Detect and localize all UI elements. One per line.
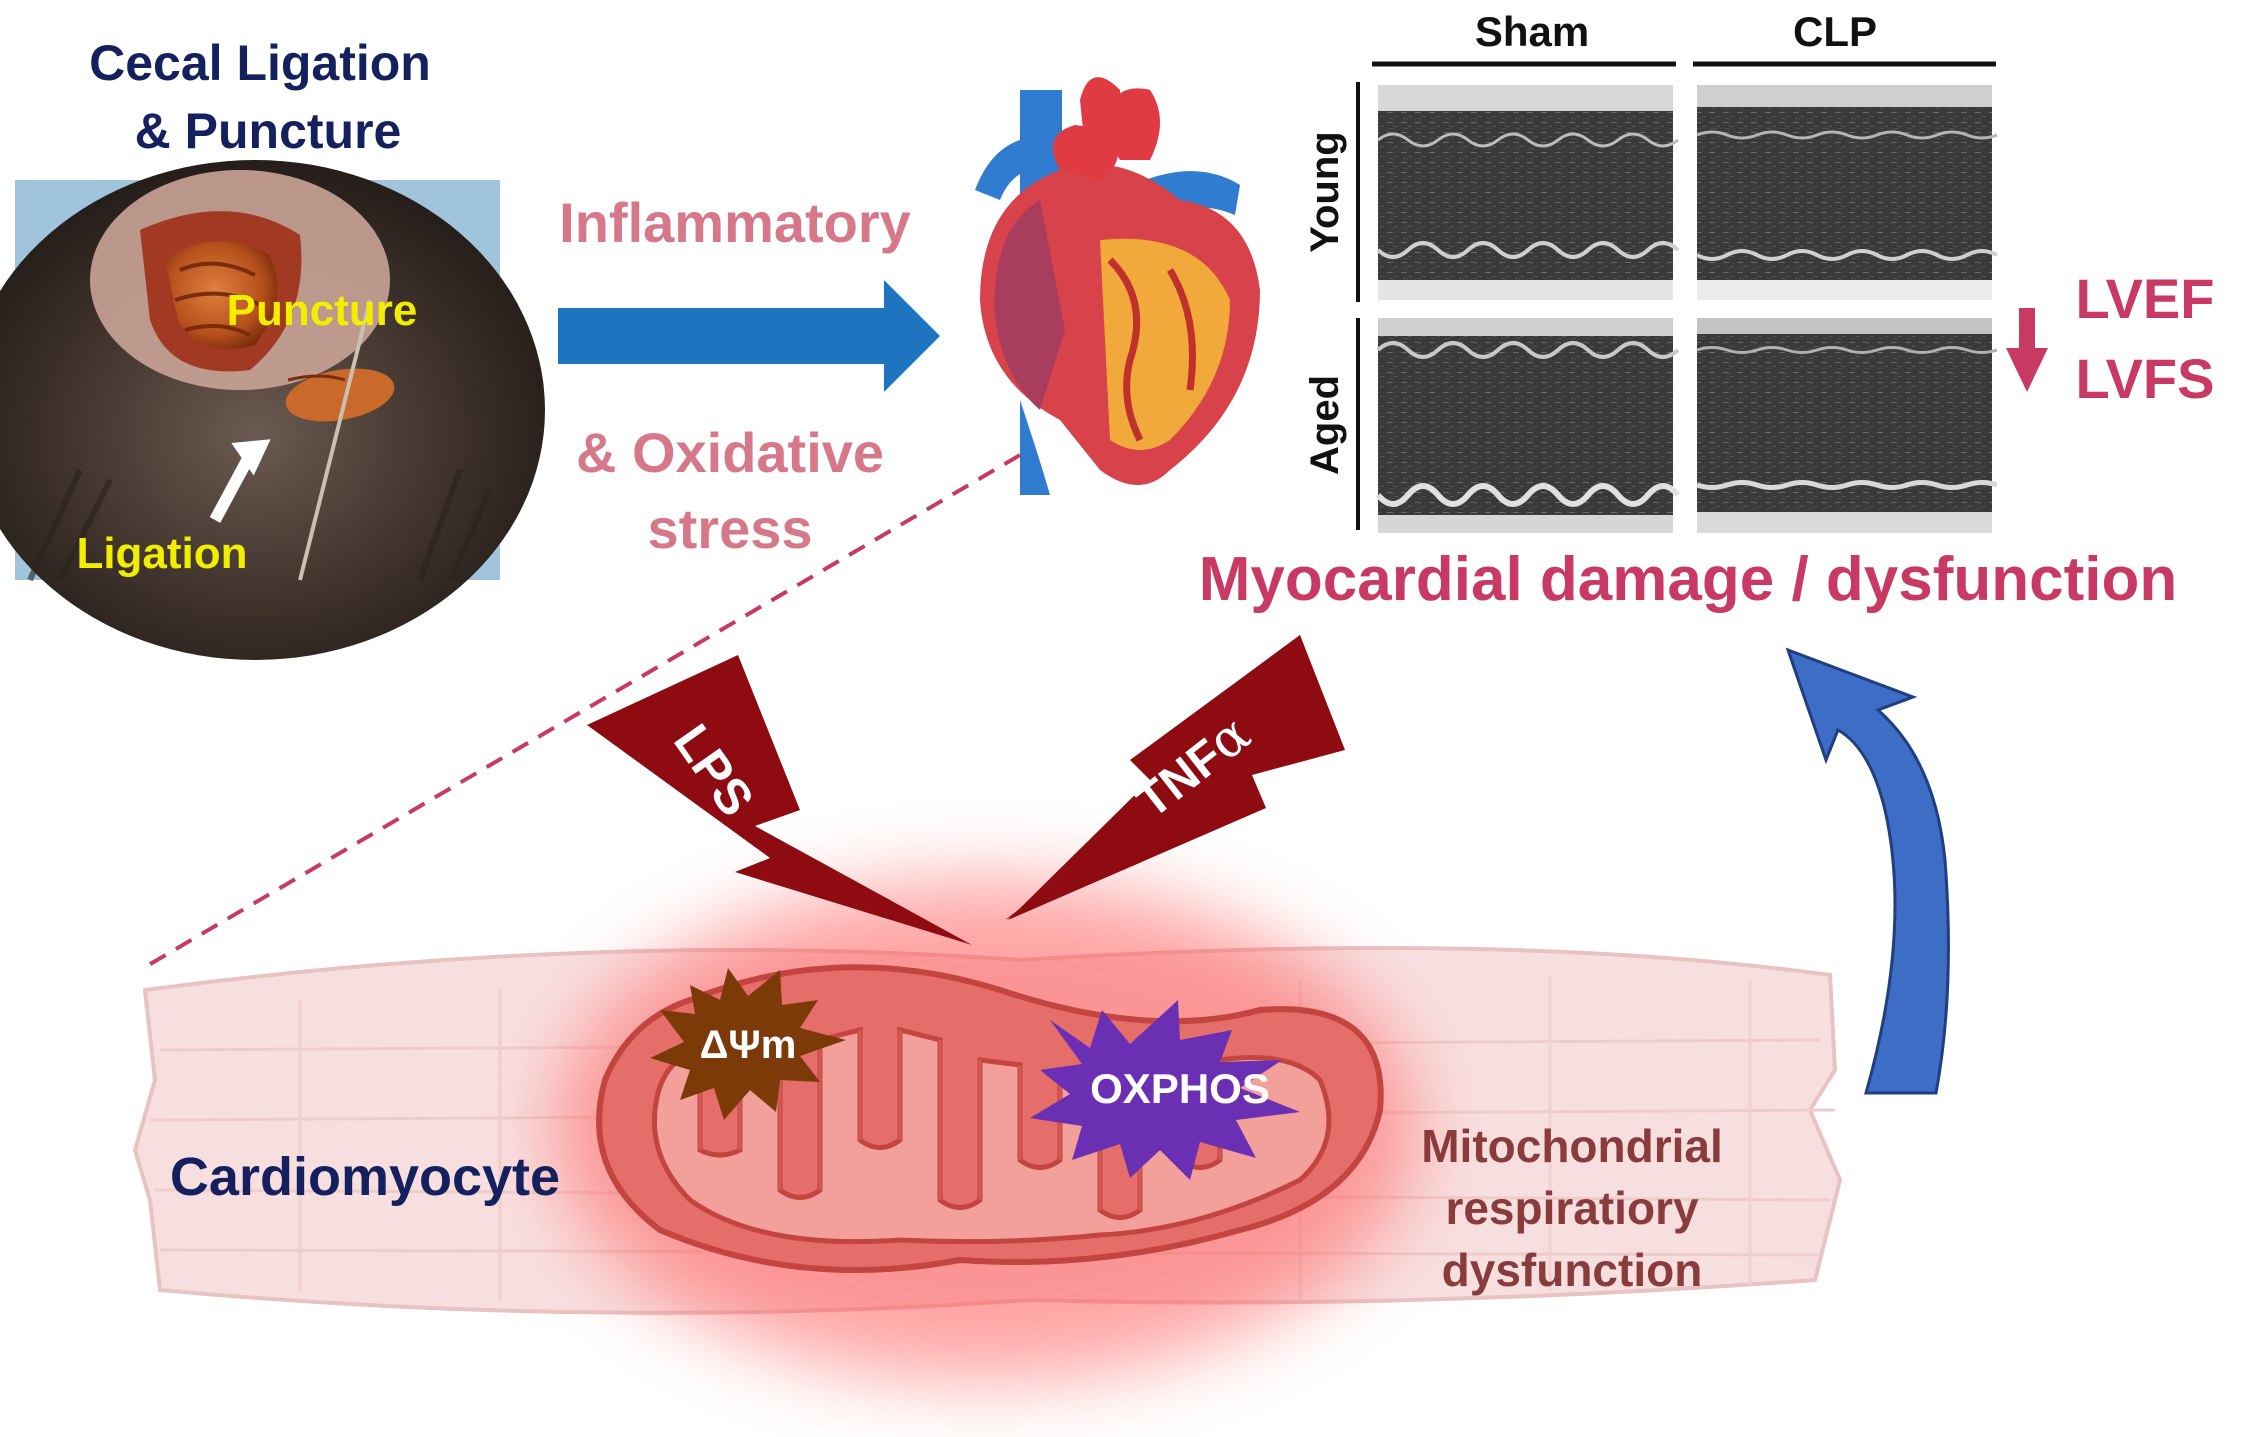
lvef-label: LVEF	[2076, 267, 2215, 330]
mito-dysfunction-line1: Mitochondrial	[1421, 1120, 1723, 1172]
dashed-connector	[138, 453, 1022, 972]
blue-arrow-icon	[558, 280, 940, 392]
dpsi-label: ΔΨm	[700, 1023, 797, 1067]
echo-row-aged: Aged	[1303, 375, 1347, 475]
echo-col-clp: CLP	[1793, 8, 1877, 55]
oxphos-burst-icon	[1030, 1000, 1300, 1180]
echo-col-sham: Sham	[1475, 8, 1589, 55]
echo-panel: Sham CLP Young Aged	[1303, 8, 1998, 533]
heart-icon	[975, 77, 1260, 495]
down-arrow-icon	[2006, 308, 2048, 392]
echo-aged-sham-image	[1375, 318, 1681, 533]
lvfs-label: LVFS	[2076, 347, 2215, 410]
echo-aged-clp-image	[1696, 318, 1998, 533]
cardiomyocyte-label: Cardiomyocyte	[170, 1147, 560, 1207]
myocardial-damage-label: Myocardial damage / dysfunction	[1199, 545, 2177, 614]
ligation-label: Ligation	[76, 529, 247, 578]
curved-arrow-icon	[1785, 647, 1950, 1095]
echo-row-young: Young	[1303, 131, 1347, 252]
stimulus-line1: Inflammatory	[559, 191, 911, 254]
dpsi-burst-icon	[650, 968, 846, 1120]
puncture-label: Puncture	[227, 286, 418, 335]
mito-dysfunction-line2: respiratiory	[1445, 1182, 1699, 1234]
echo-young-clp-image	[1696, 85, 1998, 300]
cecal-panel: Cecal Ligation & Puncture Puncture Ligat…	[0, 35, 545, 660]
oxphos-label: OXPHOS	[1090, 1065, 1270, 1112]
stimulus-line2: & Oxidative	[576, 421, 884, 484]
clp-title-line1: Cecal Ligation	[89, 35, 431, 91]
mito-dysfunction-line3: dysfunction	[1442, 1244, 1703, 1296]
lps-bolt-icon	[587, 655, 972, 945]
echo-young-sham-image	[1376, 85, 1680, 300]
stimulus-line3: stress	[647, 497, 812, 560]
clp-title-line2: & Puncture	[135, 103, 402, 159]
ligation-arrow-icon	[209, 439, 271, 523]
tnf-bolt-icon	[1005, 635, 1345, 920]
clp-mouse-photo	[0, 160, 545, 660]
